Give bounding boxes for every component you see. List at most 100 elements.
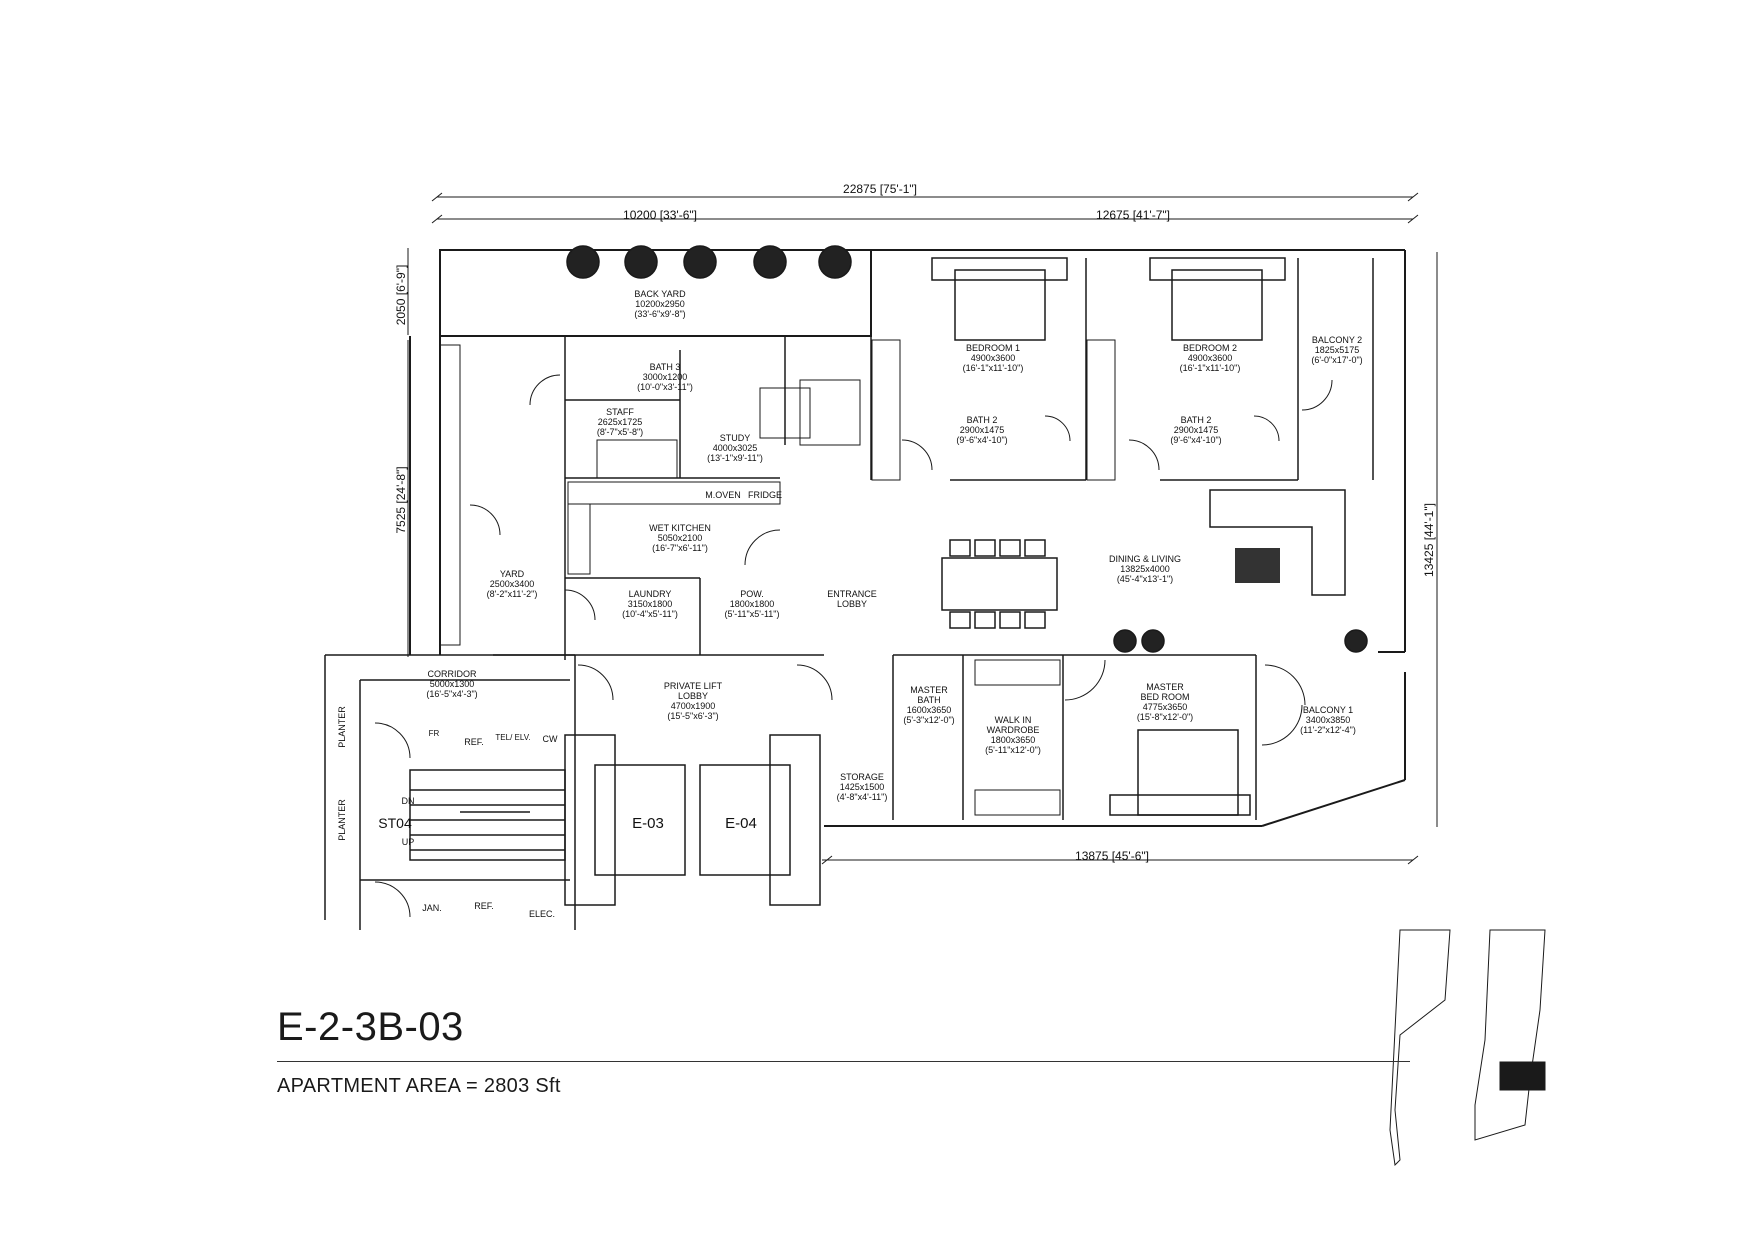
room-label-line: (10'-0"x3'-11") [637, 382, 693, 392]
room-label-line: 3000x1200 [643, 372, 688, 382]
elec-label: ELEC. [529, 909, 555, 919]
room-label-line: 1800x3650 [991, 735, 1036, 745]
room-label-line: (33'-6"x9'-8") [634, 309, 685, 319]
room-label-line: BATH 2 [1181, 415, 1212, 425]
jan-label: JAN. [422, 903, 442, 913]
lift-e04-label: E-04 [725, 815, 757, 832]
room-label-line: 1600x3650 [907, 705, 952, 715]
interior-walls [324, 250, 1374, 930]
dimension-lines [407, 192, 1438, 865]
room-label-line: BACK YARD [634, 289, 686, 299]
room-label-line: BATH 2 [967, 415, 998, 425]
room-label-line: (45'-4"x13'-1") [1117, 574, 1173, 584]
fridge-label: FRIDGE [748, 490, 782, 500]
stair-up-label: UP [402, 837, 415, 847]
overall-width-dim: 22875 [75'-1"] [843, 182, 917, 196]
room-label-line: POW. [740, 589, 764, 599]
room-label-line: 1800x1800 [730, 599, 775, 609]
tel-elv-label: TEL/ ELV. [495, 733, 530, 742]
room-label-line: (16'-1"x11'-10") [963, 363, 1024, 373]
room-label-line: (8'-2"x11'-2") [487, 589, 538, 599]
lift-core [409, 734, 821, 906]
bottom-width-dim: 13875 [45'-6"] [1075, 849, 1149, 863]
room-label-line: (16'-5"x4'-3") [426, 689, 477, 699]
room-label-line: 4000x3025 [713, 443, 758, 453]
right-depth-dim: 13425 [44'-1"] [1422, 503, 1436, 577]
planter-top-label: PLANTER [337, 706, 347, 748]
room-label-line: MASTER [910, 685, 948, 695]
room-label-pow: POW.1800x1800(5'-11"x5'-11") [724, 589, 779, 619]
room-label-line: LOBBY [678, 691, 708, 701]
right-width-dim: 12675 [41'-7"] [1096, 208, 1170, 222]
dining-table [941, 539, 1058, 629]
room-label-line: (16'-1"x11'-10") [1180, 363, 1241, 373]
room-label-line: (11'-2"x12'-4") [1300, 725, 1356, 735]
room-label-line: MASTER [1146, 682, 1184, 692]
room-label-line: 4900x3600 [1188, 353, 1233, 363]
room-label-line: (15'-8"x12'-0") [1137, 712, 1193, 722]
room-label-line: (16'-7"x6'-11") [652, 543, 708, 553]
wardrobes [439, 339, 1116, 816]
kitchen-counter [567, 379, 861, 575]
room-label-line: 1825x5175 [1315, 345, 1360, 355]
room-label-line: (13'-1"x9'-11") [707, 453, 763, 463]
rug [1235, 548, 1280, 583]
stair-label: ST04 [378, 815, 412, 831]
room-label-line: 3400x3850 [1306, 715, 1351, 725]
room-label-line: 2500x3400 [490, 579, 535, 589]
planter-bottom-label: PLANTER [337, 799, 347, 841]
room-label-line: 4775x3650 [1143, 702, 1188, 712]
cw-label: CW [543, 734, 558, 744]
beds [931, 257, 1286, 816]
title-rule [277, 1061, 1410, 1062]
unit-code: E-2-3B-03 [277, 1005, 464, 1049]
left-depth-dim: 7525 [24'-8"] [394, 466, 408, 533]
room-label-line: 3150x1800 [628, 599, 673, 609]
room-label-line: BATH [917, 695, 940, 705]
room-label-line: STORAGE [840, 772, 884, 782]
room-label-line: WET KITCHEN [649, 523, 711, 533]
room-label-line: (9'-6"x4'-10") [1170, 435, 1221, 445]
left-width-dim: 10200 [33'-6"] [623, 208, 697, 222]
tel-elv-text: TEL/ ELV. [495, 733, 530, 742]
room-label-line: DINING & LIVING [1109, 554, 1181, 564]
room-label-line: 4900x3600 [971, 353, 1016, 363]
room-label-line: BEDROOM 2 [1183, 343, 1237, 353]
room-label-line: BED ROOM [1140, 692, 1189, 702]
room-label-line: 2900x1475 [960, 425, 1005, 435]
room-label-line: 5000x1300 [430, 679, 475, 689]
room-label-line: 4700x1900 [671, 701, 716, 711]
apartment-area: APARTMENT AREA = 2803 Sft [277, 1075, 561, 1097]
room-label-line: (15'-5"x6'-3") [667, 711, 718, 721]
planter-trees [566, 245, 1368, 653]
room-label-line: (6'-0"x17'-0") [1311, 355, 1362, 365]
room-label-line: BALCONY 1 [1303, 705, 1353, 715]
room-label-line: PRIVATE LIFT [664, 681, 723, 691]
door-swings [374, 374, 1333, 918]
room-label-line: WARDROBE [987, 725, 1040, 735]
room-label-line: (4'-8"x4'-11") [837, 792, 888, 802]
room-label-line: 5050x2100 [658, 533, 703, 543]
room-label-line: BATH 3 [650, 362, 681, 372]
room-label-line: 1425x1500 [840, 782, 885, 792]
